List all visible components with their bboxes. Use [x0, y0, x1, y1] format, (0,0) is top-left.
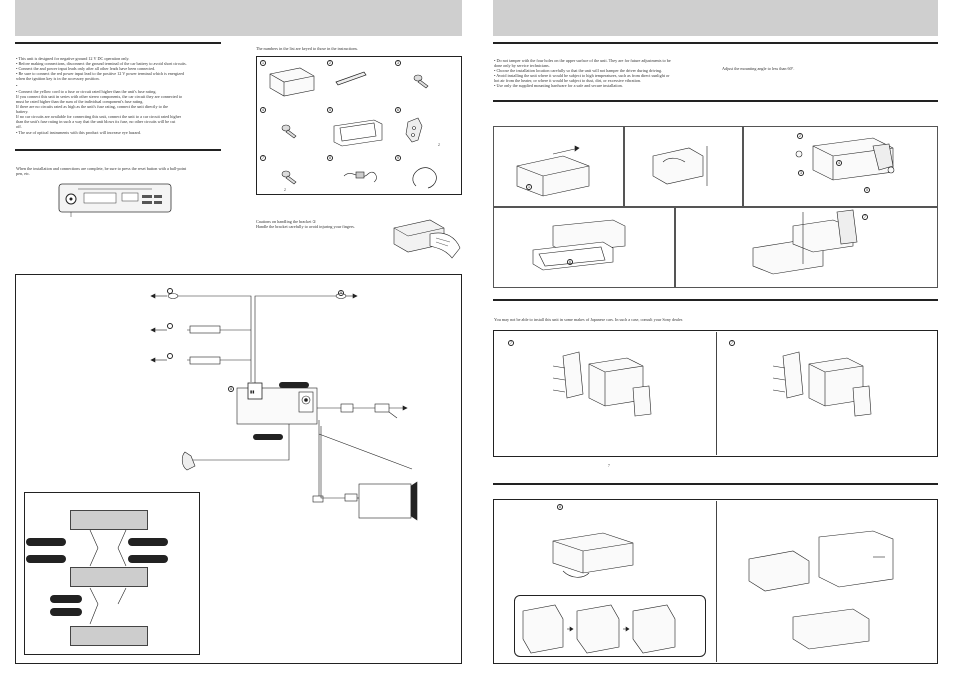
precaution-line: • Connect the yellow cord to a fuse or c…: [16, 89, 157, 94]
precaution-line: If you connect this unit in series with …: [16, 94, 183, 99]
install-badge: 2: [797, 133, 803, 139]
removal-badge: 8: [557, 504, 563, 510]
flow-box-middle: [70, 567, 148, 587]
part-number-1: 1: [260, 60, 266, 66]
part-number-2: 2: [327, 60, 333, 66]
removal-illustrations: [522, 530, 894, 654]
install-badge: 3: [798, 170, 804, 176]
power-cord-icon: [343, 171, 377, 183]
part-number-5: 5: [327, 107, 333, 113]
precaution-line: If there are no circuits rated as high a…: [16, 104, 169, 109]
flow-label-pill: [26, 538, 66, 546]
install-step-1-cell: [493, 126, 624, 207]
precaution-line: • Before making connections, disconnect …: [16, 61, 187, 66]
part-number-8: 8: [327, 155, 333, 161]
precaution-line: than the unit's fuse rating in such a wa…: [16, 119, 176, 124]
precaution-line: • Be sure to connect the red power input…: [16, 71, 185, 76]
caution-line: Cautions on handling the bracket ①: [256, 219, 317, 224]
connection-left-badge: [167, 353, 173, 359]
install-badge: 6: [567, 259, 573, 265]
screw-icon: [281, 124, 297, 139]
side-bracket-icon: [405, 117, 423, 143]
flow-label-pill: [50, 595, 82, 603]
flow-label-pill: [50, 608, 82, 616]
mounting-precautions-rule: [493, 42, 938, 44]
install-step-3-cell: [743, 126, 938, 207]
japanese-cars-rule: [493, 299, 938, 301]
jp-car-badge-right: 7: [729, 340, 735, 346]
part-number-6: 6: [395, 107, 401, 113]
flow-connectors: [89, 529, 127, 625]
mounting-angle-note: Adjust the mounting angle to less than 6…: [722, 66, 795, 71]
mounting-precaution-line: • Avoid installing the unit where it wou…: [494, 73, 670, 78]
removal-rule: [493, 483, 938, 485]
connection-top-badge: 9: [338, 290, 344, 296]
left-page-header-banner: [15, 0, 462, 36]
mounting-precaution-line: done only by service technicians.: [494, 63, 550, 68]
caution-line: Handle the bracket carefully to avoid in…: [256, 224, 355, 229]
reset-text-line: When the installation and connections ar…: [16, 166, 187, 171]
part-number-4: 4: [260, 107, 266, 113]
part-number-7: 7: [260, 155, 266, 161]
precaution-line: If no car circuits are available for con…: [16, 114, 181, 119]
part-number-9: 9: [395, 155, 401, 161]
mounting-bracket-icon: [269, 67, 315, 97]
frame-icon: [333, 119, 383, 147]
install-step-2-cell: [624, 126, 743, 207]
mounting-precaution-line: • Use only the supplied mounting hardwar…: [494, 83, 623, 88]
reset-button[interactable]: [66, 194, 76, 204]
precaution-line: • Connect the and power input leads only…: [16, 66, 156, 71]
parts-intro: The numbers in the list are keyed to tho…: [256, 46, 359, 51]
part-6-quantity: 2: [438, 143, 440, 147]
flow-label-pill: [128, 555, 168, 563]
precaution-line: • The use of optical instruments with th…: [16, 130, 142, 135]
screw-icon: [281, 170, 297, 185]
mounting-precaution-line: hot air from the heater, or where it wou…: [494, 78, 642, 83]
install-badge: 4: [836, 160, 842, 166]
svg-text:▮▮: ▮▮: [250, 389, 254, 394]
reset-rule: [15, 149, 221, 151]
part-7-quantity: 2: [284, 188, 286, 192]
flow-label-pill: [128, 538, 168, 546]
install-badge: 7: [862, 214, 868, 220]
flow-box-top: [70, 510, 148, 530]
install-badge: 5: [864, 187, 870, 193]
part-number-3: 3: [395, 60, 401, 66]
connection-diagram: ▮▮: [150, 293, 418, 521]
precautions-rule: [15, 42, 221, 44]
japanese-cars-divider: [716, 332, 717, 455]
jp-car-badge-left: 7: [508, 340, 514, 346]
flow-label-pill: [26, 555, 66, 563]
install-step-5-cell: [675, 207, 938, 288]
connection-left-badge: [167, 323, 173, 329]
mounting-precaution-line: • Choose the installation location caref…: [494, 68, 663, 73]
install-step-4-cell: [493, 207, 675, 288]
bracket-handling-illustration: [393, 219, 461, 259]
front-panel-illustration: [58, 183, 172, 217]
precaution-line: off.: [16, 124, 22, 129]
precaution-line: when the ignition key is in the accessor…: [16, 76, 100, 81]
precaution-line: must be rated higher than the sum of the…: [16, 99, 144, 104]
installation-illustrations: [516, 137, 895, 275]
installation-rule: [493, 100, 938, 102]
removal-divider: [716, 501, 717, 662]
screw-icon: [413, 74, 429, 89]
right-page-header-banner: [493, 0, 938, 36]
japanese-cars-note: You may not be able to install this unit…: [494, 317, 684, 322]
precaution-line: •: [16, 83, 18, 88]
connection-number-badge: 8: [228, 386, 234, 392]
jp-footnote: 7: [608, 464, 610, 468]
release-key-icon: [335, 71, 367, 86]
mounting-precaution-line: • Do not tamper with the four holes on t…: [494, 58, 671, 63]
precaution-line: battery.: [16, 109, 29, 114]
precaution-line: • This unit is designed for negative gro…: [16, 56, 130, 61]
antenna-cord-icon: [412, 167, 437, 189]
flow-box-bottom: [70, 626, 148, 646]
japanese-cars-illustrations: [552, 351, 872, 417]
reset-text-line: pen, etc.: [16, 171, 31, 176]
install-badge: 1: [526, 184, 532, 190]
connection-left-badge: [167, 288, 173, 294]
parts-illustrations: [269, 67, 437, 189]
